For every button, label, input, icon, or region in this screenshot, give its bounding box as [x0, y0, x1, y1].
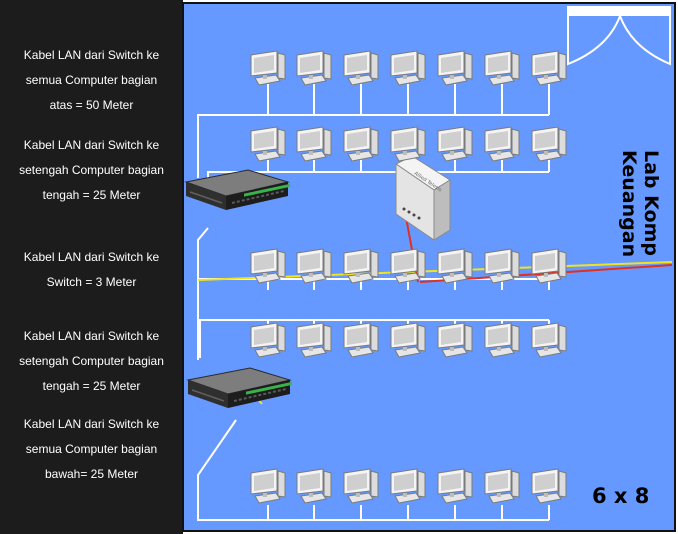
room-name-line: Lab Komp [640, 150, 662, 256]
note-switch-to-switch-cable: Kabel LAN dari Switch ke Switch = 3 Mete… [4, 245, 179, 295]
computer-icon [250, 322, 286, 358]
note-line: semua Computer bagian [25, 442, 158, 456]
computer-icon [437, 468, 473, 504]
computer-icon [296, 126, 332, 162]
computer-icon [343, 322, 379, 358]
computer-icon [296, 248, 332, 284]
note-bottom-cable: Kabel LAN dari Switch ke semua Computer … [4, 412, 179, 487]
computer-icon [531, 50, 567, 86]
computer-icon [390, 468, 426, 504]
note-line: Kabel LAN dari Switch ke [23, 48, 160, 62]
room-name-label: Lab Komp Keuangan [608, 150, 662, 257]
note-line: tengah = 25 Meter [42, 188, 141, 202]
computer-icon [250, 50, 286, 86]
room-size-label: 6 x 8 [592, 484, 650, 508]
computer-icon [484, 468, 520, 504]
note-line: atas = 50 Meter [49, 98, 134, 112]
computer-icon [484, 126, 520, 162]
computer-icon [390, 322, 426, 358]
computer-icon [250, 248, 286, 284]
note-top-cable: Kabel LAN dari Switch ke semua Computer … [4, 43, 179, 118]
note-line: Kabel LAN dari Switch ke [23, 250, 160, 264]
note-line: setengah Computer bagian [19, 354, 164, 368]
note-line: semua Computer bagian [25, 73, 158, 87]
network-switch-upper-icon [185, 169, 291, 211]
sidebar-notes: Kabel LAN dari Switch ke semua Computer … [0, 0, 183, 534]
computer-icon [250, 126, 286, 162]
note-middle-upper-cable: Kabel LAN dari Switch ke setengah Comput… [4, 133, 179, 208]
note-line: setengah Computer bagian [19, 163, 164, 177]
note-line: Kabel LAN dari Switch ke [23, 329, 160, 343]
door-icon [567, 6, 671, 66]
note-line: Kabel LAN dari Switch ke [23, 138, 160, 152]
computer-icon [531, 322, 567, 358]
computer-icon [484, 248, 520, 284]
computer-icon [484, 322, 520, 358]
note-line: bawah= 25 Meter [44, 467, 139, 481]
computer-icon [437, 126, 473, 162]
computer-icon [531, 468, 567, 504]
computer-icon [531, 248, 567, 284]
computer-icon [343, 468, 379, 504]
router-icon: Allied Telesis [395, 155, 451, 241]
note-line: tengah = 25 Meter [42, 379, 141, 393]
computer-icon [343, 126, 379, 162]
computer-icon [390, 248, 426, 284]
network-switch-lower-icon [187, 367, 293, 409]
computer-icon [484, 50, 520, 86]
note-line: Kabel LAN dari Switch ke [23, 417, 160, 431]
computer-icon [343, 50, 379, 86]
room-name-line: Keuangan [618, 150, 640, 258]
note-middle-lower-cable: Kabel LAN dari Switch ke setengah Comput… [4, 324, 179, 399]
computer-icon [390, 50, 426, 86]
computer-icon [390, 126, 426, 162]
note-line: Switch = 3 Meter [46, 275, 137, 289]
computer-icon [437, 322, 473, 358]
computer-icon [531, 126, 567, 162]
computer-icon [296, 468, 332, 504]
computer-icon [343, 248, 379, 284]
computer-icon [437, 50, 473, 86]
computer-icon [296, 50, 332, 86]
computer-icon [296, 322, 332, 358]
computer-icon [250, 468, 286, 504]
